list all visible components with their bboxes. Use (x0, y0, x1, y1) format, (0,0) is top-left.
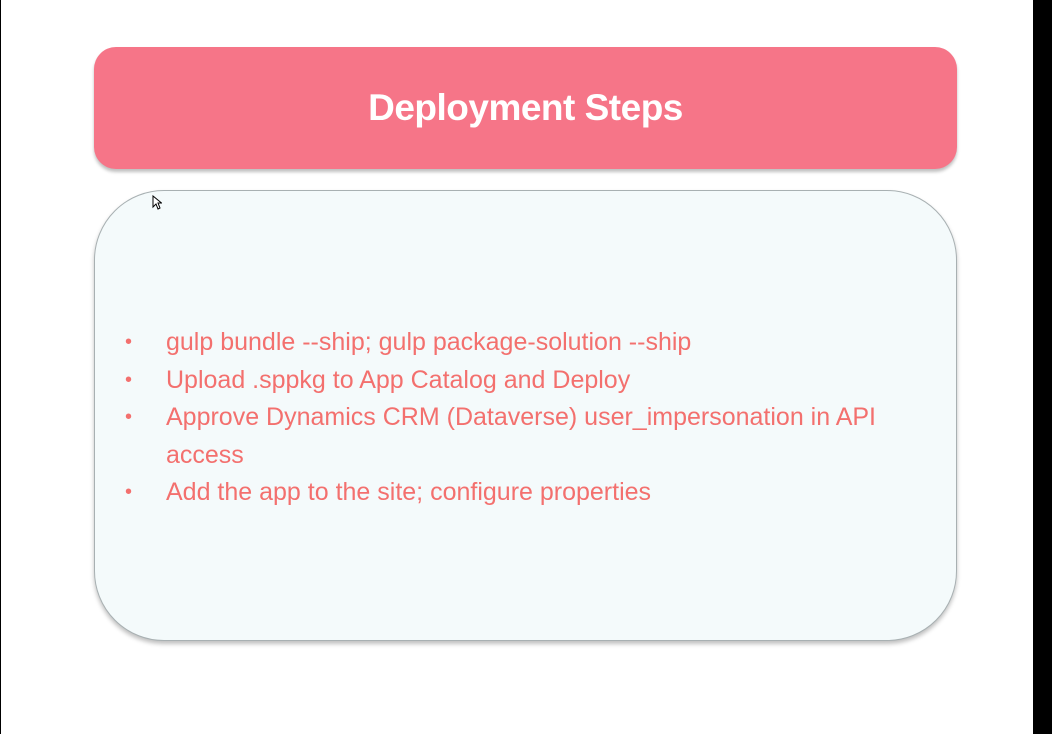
bullet-icon: • (125, 331, 133, 353)
list-item: • gulp bundle --ship; gulp package-soluti… (125, 324, 925, 362)
bullet-text: Approve Dynamics CRM (Dataverse) user_im… (166, 403, 876, 469)
bullet-icon: • (125, 406, 133, 429)
bullet-icon: • (125, 368, 133, 391)
list-item: • Upload .sppkg to App Catalog and Deploy (125, 362, 925, 400)
slide-title: Deployment Steps (368, 87, 683, 128)
mouse-cursor-icon (152, 195, 162, 210)
title-banner: Deployment Steps (94, 47, 957, 169)
list-item: • Add the app to the site; configure prop… (125, 474, 925, 512)
bullet-text: Upload .sppkg to App Catalog and Deploy (166, 365, 631, 394)
bullet-text: gulp bundle --ship; gulp package-solutio… (166, 328, 692, 356)
bullet-text: Add the app to the site; configure prope… (166, 478, 652, 507)
bullet-list: • gulp bundle --ship; gulp package-soluti… (125, 324, 925, 512)
list-item: • Approve Dynamics CRM (Dataverse) user_i… (125, 399, 925, 474)
content-box: • gulp bundle --ship; gulp package-soluti… (94, 190, 957, 641)
bullet-icon: • (125, 481, 133, 504)
